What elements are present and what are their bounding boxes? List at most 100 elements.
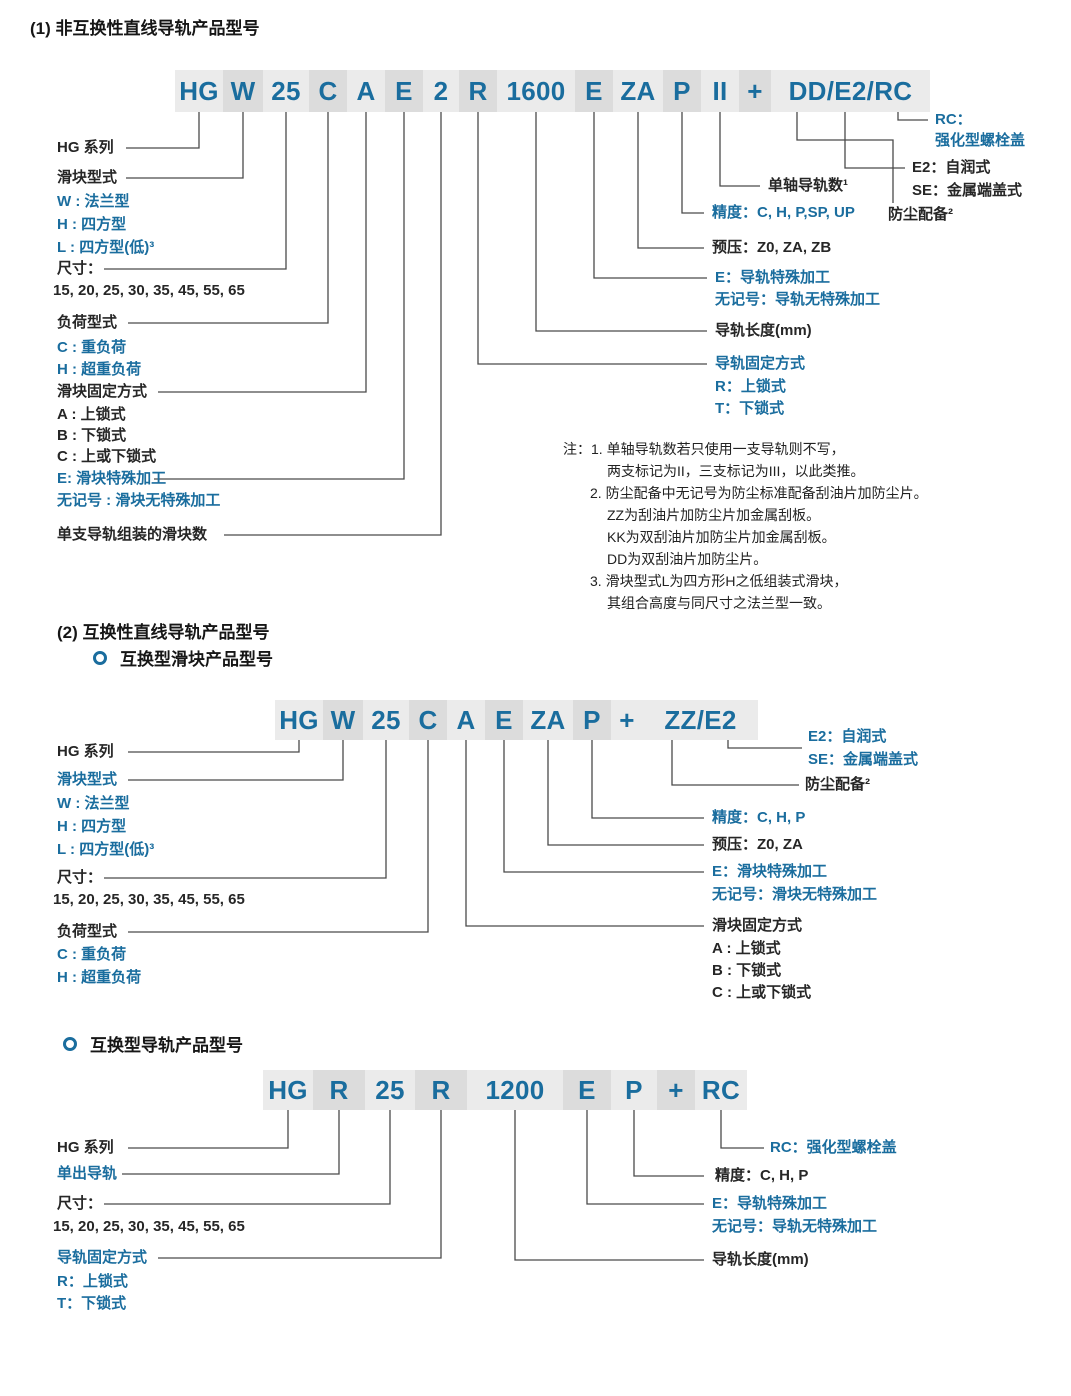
note-line: 2. 防尘配备中无记号为防尘标准配备刮油片加防尘片。: [590, 485, 928, 501]
model1-segment-ii: II: [701, 70, 739, 112]
callout-block-special-none: 无记号：滑块无特殊加工: [712, 886, 878, 903]
model1-segment-e1: E: [385, 70, 423, 112]
model2-segment-hg: HG: [275, 700, 323, 740]
note-line: KK为双刮油片加防尘片加金属刮板。: [607, 529, 836, 545]
callout-se: SE：金属端盖式: [912, 182, 1023, 199]
callout-fixing-title: 滑块固定方式: [57, 383, 148, 400]
circle-bullet-icon: [93, 651, 107, 665]
model1-segment-1600: 1600: [497, 70, 575, 112]
callout-block-special-none: 无记号 : 滑块无特殊加工: [57, 492, 221, 509]
model2-segment-25: 25: [363, 700, 409, 740]
callout-e2: E2：自润式: [912, 159, 991, 176]
callout-fixing-c: C : 上或下锁式: [712, 984, 812, 1001]
callout-fixing-title: 滑块固定方式: [712, 917, 803, 934]
callout-block-special-e: E: 滑块特殊加工: [57, 470, 167, 487]
callout-hg-series: HG 系列: [57, 139, 114, 156]
model1-segment-w: W: [223, 70, 263, 112]
model1-segment-a: A: [347, 70, 385, 112]
callout-dust: 防尘配备²: [888, 206, 953, 223]
callout-load-h: H : 超重负荷: [57, 361, 142, 378]
callout-size-title: 尺寸：: [57, 869, 103, 886]
callout-rc-line1: RC：: [935, 111, 972, 128]
callout-e2: E2：自润式: [808, 728, 887, 745]
callout-size-values: 15, 20, 25, 30, 35, 45, 55, 65: [53, 1218, 245, 1235]
model3-segment-r2: R: [415, 1070, 467, 1110]
callout-fixing-b: B : 下锁式: [712, 962, 782, 979]
callout-hg-series: HG 系列: [57, 1139, 114, 1156]
model2-segment-e: E: [485, 700, 523, 740]
callout-rail-length: 导轨长度(mm): [715, 322, 812, 339]
model2-segment-p: P: [573, 700, 611, 740]
callout-fixing-b: B : 下锁式: [57, 427, 127, 444]
model1-segment-e2: E: [575, 70, 613, 112]
note-line: 注：1. 单轴导轨数若只使用一支导轨则不写，: [563, 441, 845, 457]
model3-segment-r1: R: [313, 1070, 365, 1110]
callout-rail-length: 导轨长度(mm): [712, 1251, 809, 1268]
section2-heading: (2) 互换性直线导轨产品型号: [57, 623, 270, 642]
note-line: 3. 滑块型式L为四方形H之低组装式滑块，: [590, 573, 848, 589]
section3-subheading: 互换型导轨产品型号: [90, 1036, 243, 1055]
callout-rail-fixing-t: T：下锁式: [57, 1295, 127, 1312]
model1-segment-25: 25: [263, 70, 309, 112]
callout-block-type-w: W : 法兰型: [57, 795, 130, 812]
callout-block-count: 单支导轨组装的滑块数: [57, 526, 208, 543]
section1-heading: (1) 非互换性直线导轨产品型号: [30, 19, 260, 38]
callout-block-type-l: L : 四方型(低)³: [57, 239, 155, 256]
model1-segment-za: ZA: [613, 70, 663, 112]
model3-segment-e: E: [563, 1070, 611, 1110]
callout-precision: 精度：C, H, P,SP, UP: [712, 204, 855, 221]
model1-segment-plus: +: [739, 70, 771, 112]
notes-block: 注：1. 单轴导轨数若只使用一支导轨则不写， 两支标记为II，三支标记为III，…: [563, 438, 928, 614]
model2-segment-c: C: [409, 700, 447, 740]
callout-preload: 预压：Z0, ZA: [712, 836, 803, 853]
callout-load-title: 负荷型式: [57, 923, 118, 940]
model2-segment-za: ZA: [523, 700, 573, 740]
model2-segment-plus: +: [611, 700, 643, 740]
model3-segment-plus: +: [657, 1070, 695, 1110]
callout-rail-fixing-r: R：上锁式: [57, 1273, 128, 1290]
section2-subheading: 互换型滑块产品型号: [120, 650, 273, 669]
callout-size-title: 尺寸：: [57, 1195, 103, 1212]
model1-segment-r: R: [459, 70, 497, 112]
circle-bullet-icon: [63, 1037, 77, 1051]
callout-block-type-l: L : 四方型(低)³: [57, 841, 155, 858]
callout-rail-special-e: E：导轨特殊加工: [712, 1195, 828, 1212]
callout-size-values: 15, 20, 25, 30, 35, 45, 55, 65: [53, 891, 245, 908]
note-line: 两支标记为II，三支标记为III，以此类推。: [607, 463, 865, 479]
callout-fixing-c: C : 上或下锁式: [57, 448, 157, 465]
callout-rail-special-none: 无记号：导轨无特殊加工: [715, 291, 881, 308]
callout-hg-series: HG 系列: [57, 743, 114, 760]
callout-block-type-h: H : 四方型: [57, 818, 127, 835]
model1-segment-ddE2rc: DD/E2/RC: [771, 70, 930, 112]
callout-rail-special-e: E：导轨特殊加工: [715, 269, 831, 286]
callout-load-c: C : 重负荷: [57, 946, 127, 963]
callout-rail-fixing-title: 导轨固定方式: [715, 355, 806, 372]
model3-segment-1200: 1200: [467, 1070, 563, 1110]
callout-rc-line2: 强化型螺栓盖: [935, 132, 1026, 149]
note-line: ZZ为刮油片加防尘片加金属刮板。: [607, 507, 821, 523]
model2-segment-w: W: [323, 700, 363, 740]
callout-load-h: H : 超重负荷: [57, 969, 142, 986]
note-line: DD为双刮油片加防尘片。: [607, 551, 768, 567]
callout-rail-fixing-t: T：下锁式: [715, 400, 785, 417]
callout-load-title: 负荷型式: [57, 314, 118, 331]
callout-precision: 精度：C, H, P: [715, 1167, 809, 1184]
callout-preload: 预压：Z0, ZA, ZB: [712, 239, 832, 256]
model2-segment-zzE2: ZZ/E2: [643, 700, 758, 740]
callout-precision: 精度：C, H, P: [712, 809, 806, 826]
model2-segment-a: A: [447, 700, 485, 740]
model1-segment-2: 2: [423, 70, 459, 112]
callout-block-type-h: H : 四方型: [57, 216, 127, 233]
model3-segment-hg: HG: [263, 1070, 313, 1110]
callout-rail-count: 单轴导轨数¹: [768, 177, 848, 194]
callout-block-type-w: W : 法兰型: [57, 193, 130, 210]
callout-block-special-e: E：滑块特殊加工: [712, 863, 828, 880]
callout-load-c: C : 重负荷: [57, 339, 127, 356]
callout-rail-fixing-r: R：上锁式: [715, 378, 786, 395]
model1-segment-p: P: [663, 70, 701, 112]
model1-segment-c: C: [309, 70, 347, 112]
callout-fixing-a: A : 上锁式: [57, 406, 126, 423]
callout-block-type-title: 滑块型式: [57, 771, 118, 788]
callout-se: SE：金属端盖式: [808, 751, 919, 768]
